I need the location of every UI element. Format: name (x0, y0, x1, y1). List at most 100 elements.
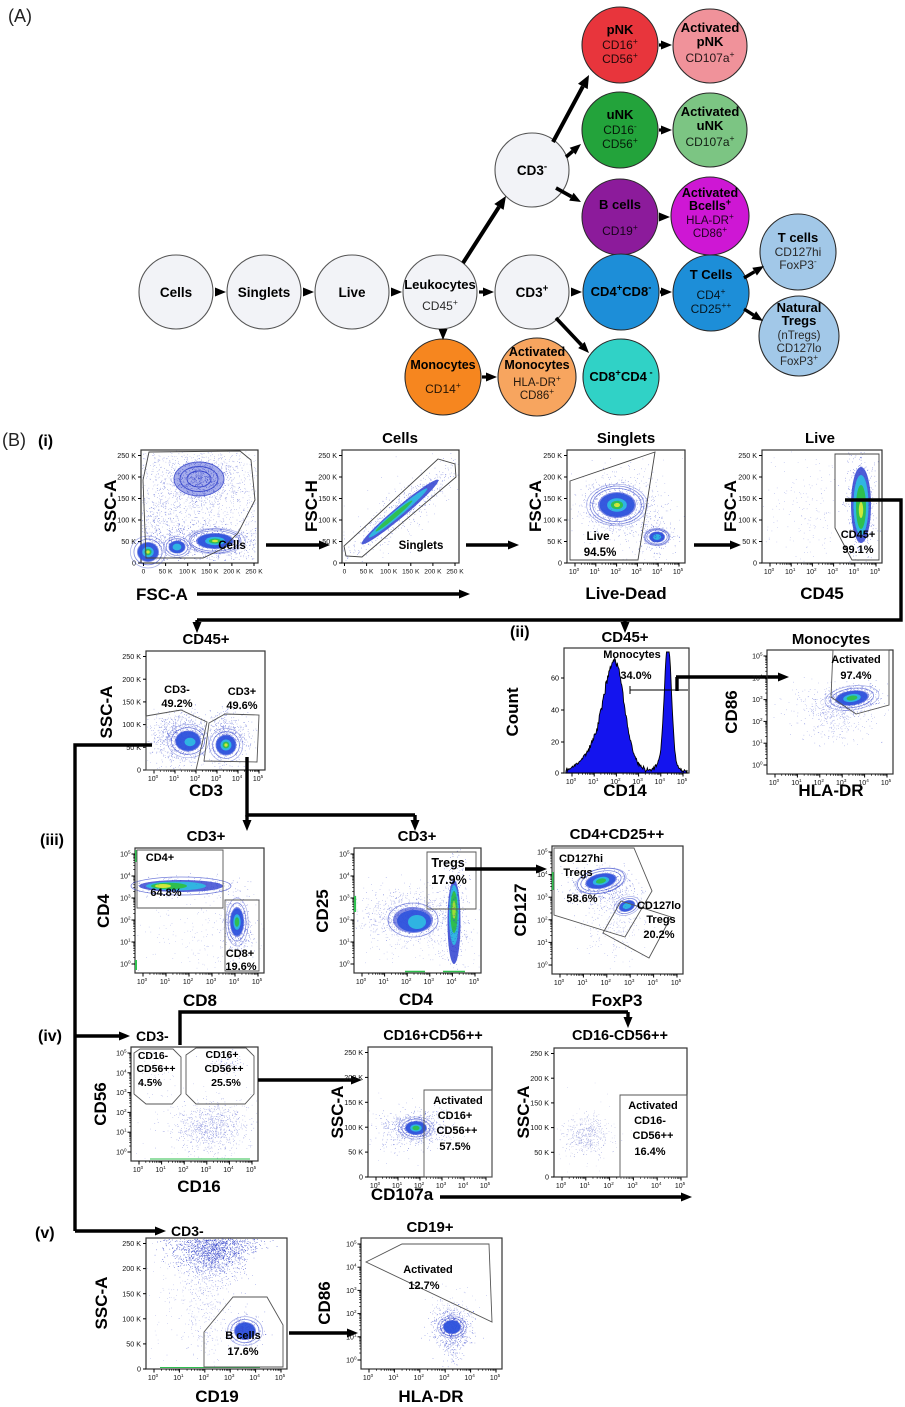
svg-text:104: 104 (752, 673, 763, 682)
svg-text:200 K: 200 K (318, 473, 337, 482)
svg-text:104: 104 (849, 567, 860, 576)
svg-text:150 K: 150 K (122, 698, 141, 707)
svg-text:CD4: CD4 (94, 893, 113, 928)
svg-text:100 K: 100 K (179, 569, 197, 576)
svg-text:CD127: CD127 (511, 884, 530, 937)
svg-text:Singlets: Singlets (597, 430, 655, 447)
svg-text:Monocytes: Monocytes (410, 358, 475, 372)
svg-text:CD16+​: CD16+​ (602, 36, 638, 52)
svg-text:101: 101 (388, 1373, 399, 1382)
svg-text:20.2%: 20.2% (643, 929, 674, 941)
svg-text:pNK: pNK (697, 34, 724, 49)
svg-text:105: 105 (870, 567, 881, 576)
svg-text:CD45+​: CD45+​ (422, 297, 458, 313)
svg-text:101: 101 (169, 774, 180, 783)
svg-text:97.4%: 97.4% (840, 670, 871, 682)
svg-text:FoxP3-​: FoxP3-​ (779, 256, 817, 272)
svg-text:Activated: Activated (681, 20, 740, 35)
svg-text:0: 0 (359, 1173, 363, 1182)
svg-text:104: 104 (537, 870, 548, 879)
svg-text:101: 101 (580, 1181, 591, 1190)
svg-text:104: 104 (651, 1181, 662, 1190)
svg-text:104: 104 (464, 1373, 475, 1382)
svg-text:102: 102 (814, 778, 825, 787)
svg-text:100 K: 100 K (530, 1123, 549, 1132)
svg-text:CD16+CD56++: CD16+CD56++ (383, 1028, 483, 1044)
svg-text:101: 101 (339, 938, 350, 947)
svg-text:101: 101 (116, 1128, 127, 1137)
svg-text:T Cells: T Cells (690, 267, 733, 282)
svg-text:CD3+: CD3+ (228, 686, 256, 698)
svg-text:CD56++: CD56++ (437, 1125, 478, 1137)
svg-text:49.6%: 49.6% (226, 700, 257, 712)
svg-text:103: 103 (827, 567, 838, 576)
svg-text:Activated: Activated (403, 1264, 453, 1276)
svg-text:150 K: 150 K (117, 494, 136, 503)
svg-text:100 K: 100 K (318, 516, 337, 525)
svg-text:102: 102 (414, 1373, 425, 1382)
svg-text:57.5%: 57.5% (439, 1141, 470, 1153)
svg-text:17.9%: 17.9% (431, 873, 466, 887)
svg-text:101: 101 (577, 978, 588, 987)
svg-text:CD3+: CD3+ (398, 828, 437, 845)
svg-text:100: 100 (148, 1373, 159, 1382)
svg-text:100: 100 (569, 567, 580, 576)
svg-text:100 K: 100 K (738, 516, 757, 525)
svg-text:0: 0 (555, 769, 559, 778)
svg-text:CD16-: CD16- (634, 1115, 666, 1127)
svg-text:250 K: 250 K (446, 569, 464, 576)
svg-text:104: 104 (446, 977, 457, 986)
svg-text:CD25++​: CD25++​ (691, 300, 732, 316)
svg-text:200 K: 200 K (117, 473, 136, 482)
svg-text:102: 102 (401, 977, 412, 986)
svg-text:CD3+: CD3+ (187, 828, 226, 845)
svg-text:101: 101 (537, 938, 548, 947)
svg-text:101: 101 (752, 739, 763, 748)
svg-text:100: 100 (556, 1181, 567, 1190)
svg-text:105: 105 (339, 850, 350, 859)
svg-text:102: 102 (116, 1108, 127, 1117)
svg-text:0: 0 (753, 559, 757, 568)
svg-text:250 K: 250 K (122, 1239, 141, 1248)
svg-text:CD3-: CD3- (136, 1028, 169, 1044)
svg-text:105: 105 (752, 652, 763, 661)
svg-text:CD56+​: CD56+​ (602, 50, 638, 66)
svg-text:105: 105 (120, 850, 131, 859)
svg-text:50 K: 50 K (534, 1148, 549, 1157)
svg-text:100: 100 (566, 777, 577, 786)
svg-text:CD14+​: CD14+​ (425, 380, 461, 396)
svg-text:CD4: CD4 (399, 990, 434, 1009)
svg-text:CD4+​: CD4+​ (696, 286, 725, 302)
svg-text:CD86: CD86 (722, 690, 741, 733)
svg-text:CD86+​: CD86+​ (693, 224, 727, 240)
svg-text:104: 104 (858, 778, 869, 787)
svg-text:50 K: 50 K (159, 569, 173, 576)
svg-text:103: 103 (632, 777, 643, 786)
svg-text:102: 102 (339, 916, 350, 925)
svg-text:CD127hi: CD127hi (559, 853, 603, 865)
svg-text:105: 105 (275, 1373, 286, 1382)
svg-text:105: 105 (253, 774, 264, 783)
svg-text:103: 103 (339, 894, 350, 903)
svg-text:0: 0 (333, 559, 337, 568)
svg-text:104: 104 (655, 777, 666, 786)
svg-text:102: 102 (178, 1165, 189, 1174)
svg-text:CD14: CD14 (603, 781, 647, 800)
svg-text:103: 103 (211, 774, 222, 783)
svg-text:CD127hi: CD127hi (775, 245, 822, 259)
svg-text:25.5%: 25.5% (211, 1077, 241, 1089)
svg-text:SSC-A: SSC-A (514, 1086, 533, 1139)
svg-text:104: 104 (223, 1165, 234, 1174)
svg-text:CD107a+​: CD107a+​ (685, 133, 734, 149)
svg-text:50 K: 50 K (360, 569, 374, 576)
svg-text:100 K: 100 K (543, 516, 562, 525)
svg-text:50 K: 50 K (121, 537, 136, 546)
svg-text:100 K: 100 K (122, 720, 141, 729)
svg-text:200 K: 200 K (344, 1073, 363, 1082)
svg-text:CD56: CD56 (91, 1082, 110, 1125)
svg-text:102: 102 (190, 774, 201, 783)
svg-text:12.7%: 12.7% (408, 1280, 439, 1292)
svg-text:250 K: 250 K (738, 451, 757, 460)
svg-text:100: 100 (363, 1373, 374, 1382)
svg-text:50 K: 50 K (322, 537, 337, 546)
